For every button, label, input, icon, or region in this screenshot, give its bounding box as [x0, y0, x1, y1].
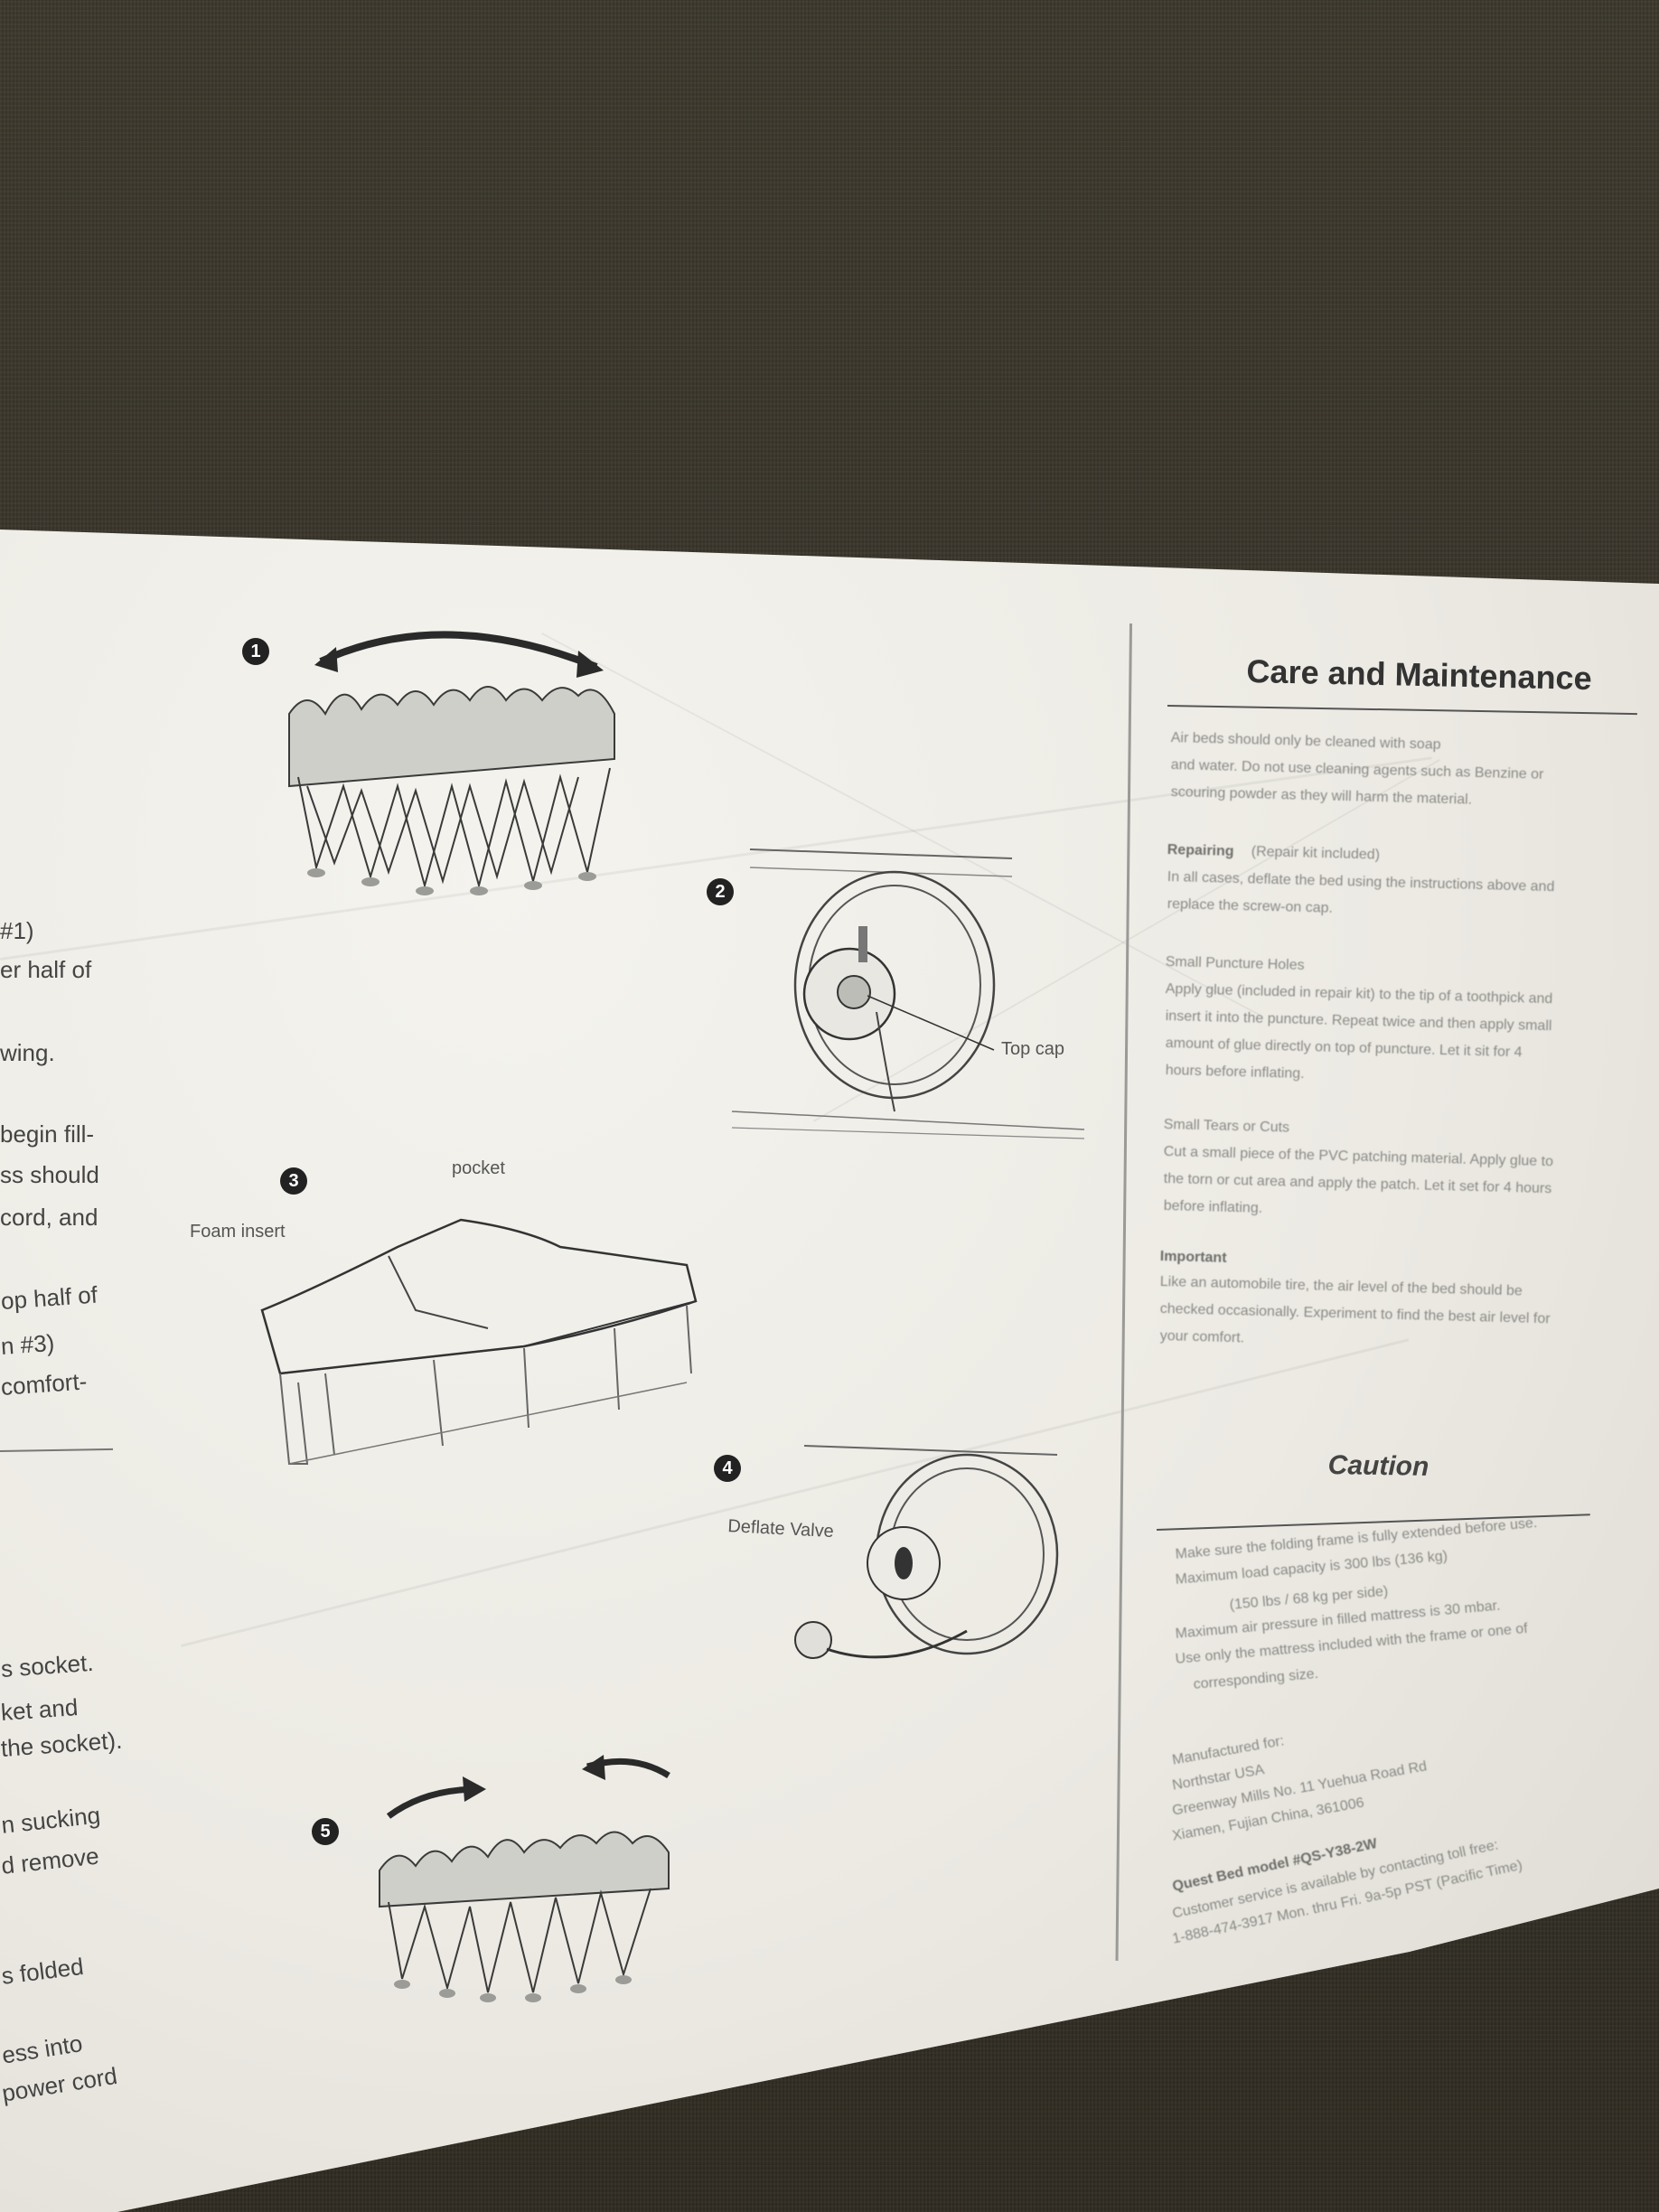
left-text-line: ss should — [0, 1161, 99, 1188]
caution-item: corresponding size. — [1193, 1665, 1319, 1692]
repairing-note: (Repair kit included) — [1251, 844, 1381, 863]
important-text-line: your comfort. — [1159, 1328, 1245, 1346]
left-text-line: d remove — [0, 1842, 100, 1879]
tears-heading: Small Tears or Cuts — [1163, 1117, 1290, 1136]
repairing-text-line: replace the screw-on cap. — [1167, 896, 1334, 916]
folding-frame-illustration — [288, 631, 615, 895]
step-marker: 1 — [242, 638, 269, 665]
step-marker: 4 — [714, 1455, 741, 1482]
repairing-heading: Repairing — [1167, 842, 1234, 859]
care-title-rule — [1167, 705, 1637, 716]
left-text-line: the socket). — [0, 1726, 124, 1762]
folded-frame-illustration — [379, 1755, 670, 2002]
column-divider — [1115, 623, 1132, 1961]
caution-title: Caution — [1327, 1450, 1429, 1482]
left-text-line: op half of — [0, 1280, 98, 1315]
left-text-line: ess into — [0, 2029, 85, 2069]
deflate-valve-label: Deflate Valve — [726, 1516, 835, 1542]
valve-top-cap-illustration — [731, 848, 1085, 1139]
tears-text-line: before inflating. — [1163, 1198, 1263, 1216]
left-text-line: n sucking — [0, 1801, 102, 1839]
care-intro-line: and water. Do not use cleaning agents su… — [1170, 757, 1544, 783]
section-rule — [0, 1448, 114, 1452]
tears-text-line: the torn or cut area and apply the patch… — [1163, 1171, 1552, 1197]
left-text-line: ket and — [0, 1693, 80, 1726]
step-marker: 3 — [280, 1167, 307, 1195]
punctures-text-line: hours before inflating. — [1165, 1063, 1305, 1083]
care-intro-line: scouring powder as they will harm the ma… — [1170, 784, 1473, 808]
repairing-text-line: In all cases, deflate the bed using the … — [1167, 869, 1555, 895]
important-text-line: checked occasionally. Experiment to find… — [1159, 1301, 1551, 1327]
left-text-line: power cord — [0, 2061, 119, 2107]
step-marker: 5 — [312, 1818, 339, 1845]
left-text-line: er half of — [0, 956, 92, 983]
tears-text-line: Cut a small piece of the PVC patching ma… — [1163, 1144, 1554, 1170]
care-intro-line: Air beds should only be cleaned with soa… — [1170, 730, 1441, 753]
left-text-line: #1) — [0, 917, 34, 944]
punctures-heading: Small Puncture Holes — [1165, 954, 1305, 974]
step-marker: 2 — [707, 878, 734, 905]
punctures-text-line: insert it into the puncture. Repeat twic… — [1165, 1008, 1552, 1035]
important-heading: Important — [1159, 1249, 1227, 1266]
manufacturer-heading: Manufactured for: — [1171, 1733, 1286, 1768]
mattress-foam-insert-illustration — [260, 1218, 698, 1465]
left-text-line: n #3) — [0, 1328, 56, 1360]
pocket-label: pocket — [452, 1158, 505, 1178]
punctures-text-line: amount of glue directly on top of punctu… — [1165, 1036, 1523, 1061]
left-text-line: s socket. — [0, 1648, 95, 1682]
important-text-line: Like an automobile tire, the air level o… — [1159, 1274, 1523, 1299]
deflate-valve-illustration — [794, 1445, 1059, 1659]
left-text-line: comfort- — [0, 1367, 89, 1401]
left-text-line: cord, and — [0, 1204, 98, 1231]
care-title: Care and Maintenance — [1246, 652, 1593, 697]
foam-insert-label: Foam insert — [190, 1222, 286, 1242]
left-text-line: s folded — [0, 1952, 86, 1990]
top-cap-label: Top cap — [1001, 1039, 1065, 1059]
punctures-text-line: Apply glue (included in repair kit) to t… — [1165, 981, 1553, 1008]
left-text-line: begin fill- — [0, 1120, 95, 1148]
left-text-line: wing. — [0, 1039, 55, 1066]
